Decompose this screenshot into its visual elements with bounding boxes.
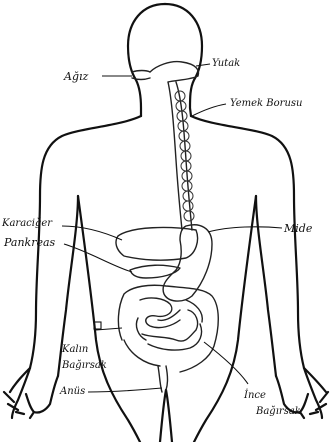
left-torso (78, 196, 140, 442)
pharynx-shape (150, 62, 198, 82)
leader-yutak (196, 64, 210, 66)
label-ince-bagirsak-1: İnce (243, 389, 266, 401)
leader-ince-bagirsak (204, 342, 248, 384)
right-torso (194, 196, 256, 442)
leader-anus (88, 388, 162, 392)
label-agiz: Ağız (63, 70, 89, 83)
pancreas-shape (130, 265, 180, 278)
label-ince-bagirsak-2: Bağırsak (255, 406, 301, 417)
left-hand (4, 368, 58, 418)
label-karaciger: Karaciğer (1, 218, 53, 229)
small-intestine (136, 298, 202, 350)
leader-karaciger (62, 226, 122, 240)
label-yemek-borusu: Yemek Borusu (230, 98, 302, 109)
head-outline (128, 4, 165, 116)
label-yutak: Yutak (212, 58, 240, 69)
leader-yemek-borusu (192, 104, 226, 116)
stomach-shape (163, 225, 212, 301)
liver-shape (116, 228, 198, 261)
leg-inner-right (166, 390, 172, 442)
mouth-shape (132, 71, 150, 80)
labels: Ağız Yutak Yemek Borusu Mide Karaciğer P… (1, 58, 313, 417)
label-kalin-bagirsak-1: Kalın (61, 344, 88, 355)
leg-inner-left (160, 390, 166, 442)
label-mide: Mide (283, 222, 313, 235)
body-outline (4, 4, 328, 442)
right-inner-arm (256, 196, 276, 376)
label-pankreas: Pankreas (3, 236, 56, 249)
esophagus-tube (168, 82, 182, 230)
label-anus: Anüs (59, 386, 85, 397)
leader-mide (208, 227, 282, 232)
label-kalin-bagirsak-2: Bağırsak (61, 360, 107, 371)
